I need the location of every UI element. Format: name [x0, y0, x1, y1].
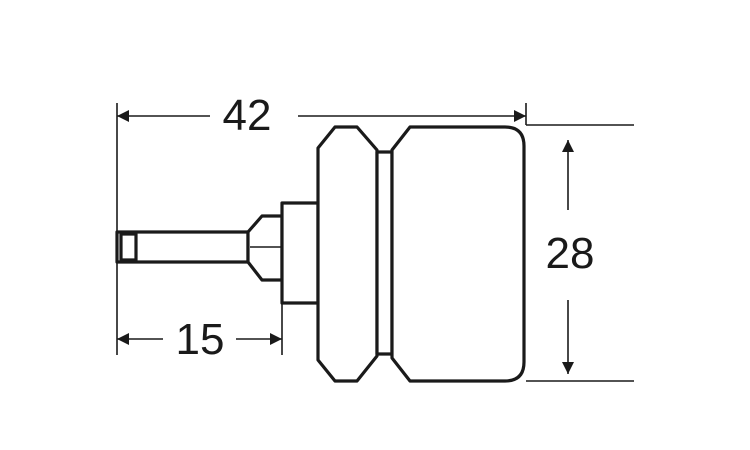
dimension-label-15: 15: [176, 315, 225, 364]
shaft-slot: [119, 232, 138, 262]
dimension-label-28: 28: [546, 229, 595, 278]
extension-lines: [116, 103, 634, 382]
bushing: [280, 201, 320, 305]
dimension-shaft-length: 15: [117, 315, 282, 364]
rear-body: [390, 125, 526, 383]
dimension-overall-length: 42: [117, 91, 526, 140]
hex-nut: [246, 214, 284, 282]
dimension-label-42: 42: [223, 91, 272, 140]
dimension-body-height: 28: [546, 140, 595, 374]
front-housing: [316, 125, 379, 383]
component-outline: [115, 125, 526, 383]
housing-ring: [375, 150, 394, 356]
